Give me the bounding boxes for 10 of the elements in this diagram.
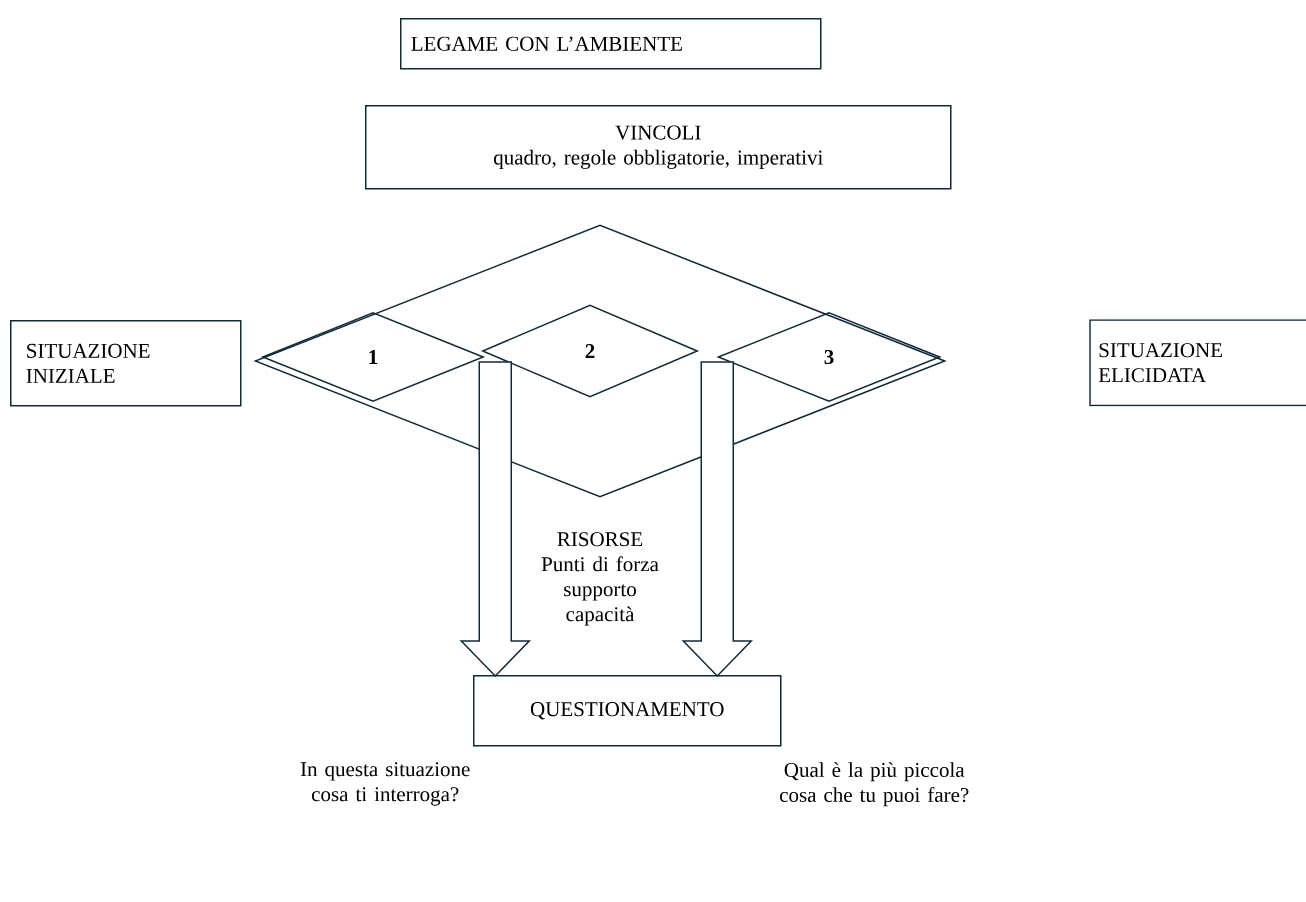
text-box: VINCOLI quadro, regole obbligatorie, imperativi <box>365 105 952 190</box>
resource-text: RISORSE Punti di forza supporto capacità <box>541 532 659 626</box>
hollow-arrow <box>681 361 754 678</box>
text-box: SITUAZIONE ELICIDATA <box>1089 319 1306 407</box>
text-box: SITUAZIONE INIZIALE <box>10 320 242 407</box>
question-text: In questa situazione cosa ti interroga? <box>300 762 470 806</box>
text-box: LEGAME CON L’AMBIENTE <box>400 18 822 70</box>
hollow-arrow <box>459 361 532 678</box>
question-text: Qual è la più piccola cosa che tu puoi fare? <box>780 762 969 807</box>
text-box: QUESTIONAMENTO <box>473 675 782 747</box>
